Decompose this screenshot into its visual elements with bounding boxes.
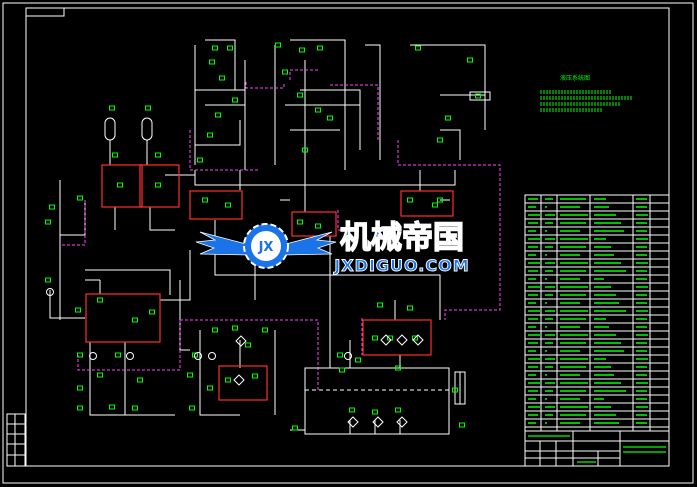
parts-list-entries [528, 198, 648, 424]
notes-heading: 液压系统图 [560, 74, 590, 82]
valve-group-boxes [85, 164, 454, 401]
schematic-lines [49, 39, 486, 434]
title-block-text-marks [528, 435, 666, 463]
technical-notes: 液压系统图 [469, 74, 632, 112]
pilot-dashed-lines [60, 69, 501, 390]
parts-list-table [524, 194, 670, 432]
site-watermark: JX 机械帝国 JXDIGUO.COM [195, 219, 469, 275]
watermark-domain: JXDIGUO.COM [333, 256, 469, 275]
margin-table [6, 413, 26, 467]
watermark-chinese-title: 机械帝国 [340, 220, 464, 256]
title-block [524, 430, 670, 467]
emblem-monogram: JX [258, 240, 274, 255]
wing-icon [195, 231, 337, 256]
accumulators [104, 117, 153, 141]
gear-emblem-icon: JX [243, 223, 289, 269]
component-markers [45, 42, 481, 431]
oil-tank [304, 367, 466, 435]
